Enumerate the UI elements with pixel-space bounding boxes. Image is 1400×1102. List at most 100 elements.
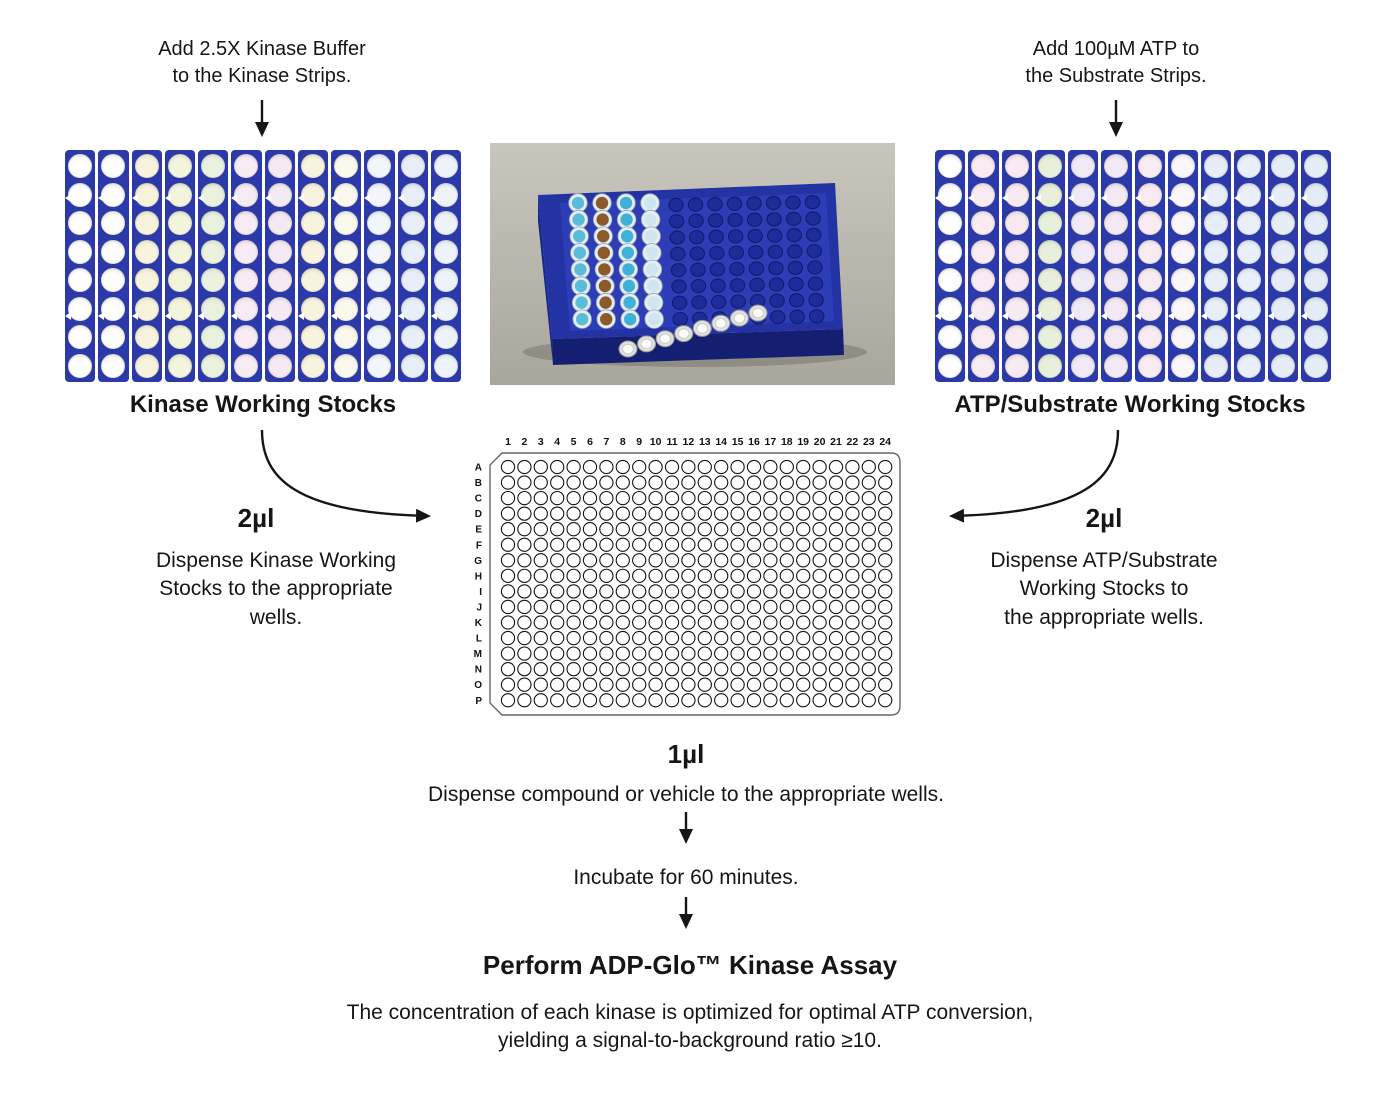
tube-strip [430,150,461,382]
well [134,211,159,236]
well [201,296,226,321]
well [812,490,827,506]
tube-cap [600,313,613,326]
well [500,677,516,692]
well [828,459,844,475]
well [1204,353,1229,378]
well [550,584,565,599]
well [1204,154,1229,179]
well [550,693,565,708]
well [517,677,532,692]
well [615,475,630,490]
well [533,459,548,475]
well [779,475,794,490]
well [878,506,893,521]
well [763,599,778,615]
well [1137,296,1162,321]
well [300,182,325,207]
well [201,353,226,378]
empty-well [710,294,727,310]
well [828,599,844,615]
well [697,661,712,677]
well [1204,325,1229,350]
well [599,475,614,490]
row-label: L [476,634,482,645]
well [582,646,598,661]
well [533,537,548,552]
well [861,661,876,677]
well [697,568,712,583]
well [632,661,647,677]
well [697,615,712,630]
well [648,553,663,568]
well [828,475,844,490]
well [582,630,598,646]
well [746,630,762,646]
well [582,661,598,677]
well [861,693,876,708]
well [971,268,996,293]
well [1303,239,1328,264]
well [433,182,458,207]
well [533,568,548,583]
well [632,506,647,521]
well [828,537,844,552]
well [681,475,696,490]
well [599,661,614,677]
well [1037,211,1062,236]
well [878,490,893,506]
well [763,537,778,552]
well [746,584,762,599]
well [828,553,844,568]
well [730,615,745,630]
well [697,506,712,521]
well [566,661,581,677]
tube-strip [1167,150,1198,382]
column-label: 8 [620,436,626,448]
well [500,568,516,583]
empty-well [691,295,707,310]
well [1270,325,1295,350]
well [697,630,712,646]
empty-well [671,295,688,310]
well [714,599,729,615]
well [1303,353,1328,378]
tube-strip [1001,150,1032,382]
empty-well [767,228,783,243]
well [878,475,893,490]
well [1004,211,1029,236]
column-label: 18 [781,436,793,448]
well [1037,268,1062,293]
well [300,154,325,179]
well [730,584,745,599]
well [599,490,614,506]
well [533,584,548,599]
well [300,325,325,350]
well [517,646,532,661]
empty-well [786,228,802,243]
well [1237,239,1262,264]
tube-cap [573,246,586,259]
well [796,506,811,521]
well [101,182,126,207]
well [599,615,614,630]
well [500,599,516,615]
well [400,325,425,350]
row-label: G [474,556,482,567]
well [433,154,458,179]
column-label: 15 [732,436,744,448]
well [878,459,893,475]
empty-well [671,279,687,294]
well [533,677,548,692]
well [828,584,844,599]
well [796,475,811,490]
well [201,211,226,236]
column-label: 21 [830,436,842,448]
well [101,296,126,321]
tube-cap [648,313,661,326]
well [938,268,963,293]
well [1270,182,1295,207]
well [517,490,532,506]
well [1137,325,1162,350]
well [500,506,516,521]
